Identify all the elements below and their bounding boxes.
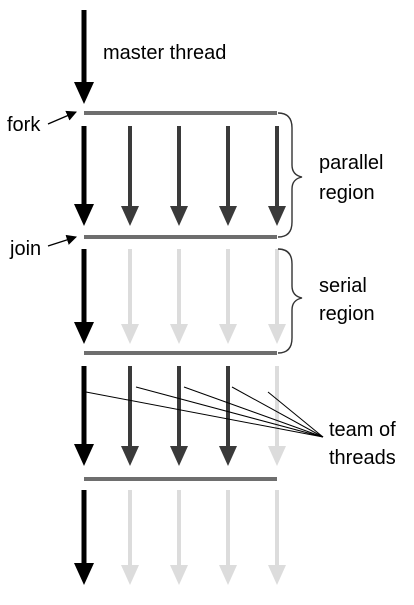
master-thread-label: master thread	[103, 42, 226, 64]
fork-label: fork	[7, 114, 41, 136]
serial-region-label-line2: region	[319, 303, 375, 325]
parallel-region-label-line2: region	[319, 182, 375, 204]
idle-thread-arrow-2-1	[121, 249, 139, 344]
idle-thread-arrow-2-4	[268, 249, 286, 344]
active-thread-arrow-1-1	[121, 126, 139, 226]
team-label-line1: team of	[329, 419, 396, 441]
master-thread-arrow-1-0	[74, 126, 94, 226]
parallel-region-bracket	[277, 112, 303, 238]
active-thread-arrow-1-3	[219, 126, 237, 226]
active-thread-arrow-1-4	[268, 126, 286, 226]
active-thread-arrow-3-1	[121, 366, 139, 466]
idle-thread-arrow-4-2	[170, 490, 188, 585]
idle-thread-arrow-3-4	[268, 366, 286, 466]
idle-thread-arrow-4-3	[219, 490, 237, 585]
active-thread-arrow-3-2	[170, 366, 188, 466]
thread-arrows	[74, 10, 286, 585]
master-thread-arrow-4-0	[74, 490, 94, 585]
team-pointer-lines	[85, 386, 324, 438]
fork-pointer	[47, 110, 77, 125]
active-thread-arrow-1-2	[170, 126, 188, 226]
master-thread-arrow-2-0	[74, 249, 94, 344]
active-thread-arrow-3-3	[219, 366, 237, 466]
parallel-region-label-line1: parallel	[319, 152, 383, 174]
idle-thread-arrow-2-3	[219, 249, 237, 344]
team-label-line2: threads	[329, 447, 396, 469]
sync-bars	[84, 111, 277, 481]
serial-region-label-line1: serial	[319, 275, 367, 297]
join-pointer	[47, 234, 77, 247]
serial-region-bracket	[277, 248, 303, 354]
idle-thread-arrow-4-4	[268, 490, 286, 585]
idle-thread-arrow-4-1	[121, 490, 139, 585]
master-thread-arrow-3-0	[74, 366, 94, 466]
master-thread-arrow-0-0	[74, 10, 94, 104]
idle-thread-arrow-2-2	[170, 249, 188, 344]
join-label: join	[9, 238, 41, 260]
